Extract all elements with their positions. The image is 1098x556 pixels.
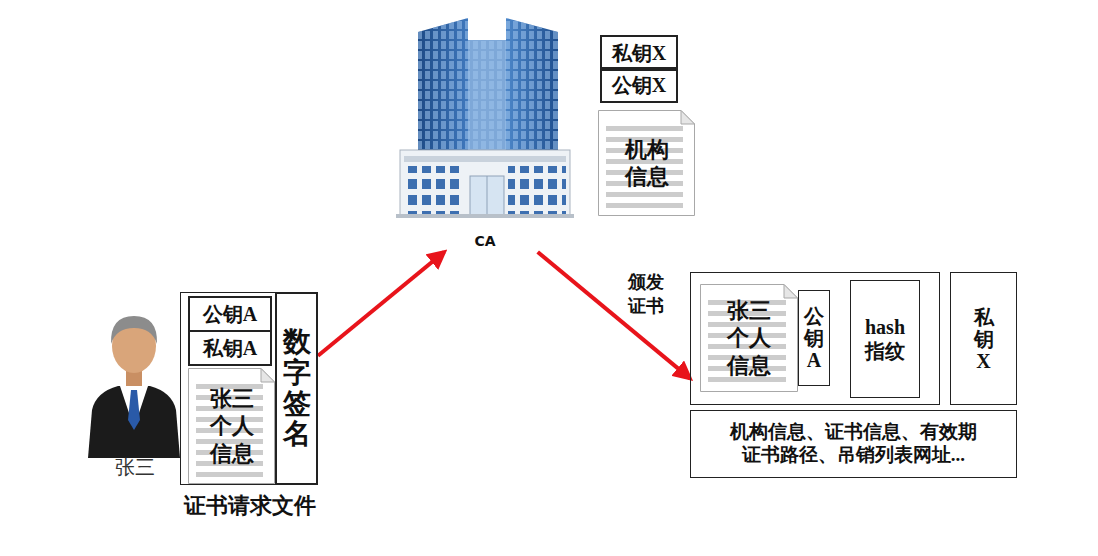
node-text: 公钥A	[203, 302, 257, 326]
node-text: 机构信息、证书信息、有效期 证书路径、吊销列表网址...	[724, 421, 982, 467]
key-box: 公钥A	[188, 296, 272, 332]
building-icon	[396, 18, 574, 218]
node-text: 张三 个人 信息	[722, 297, 777, 380]
person-icon	[88, 316, 180, 458]
person-name: 张三	[105, 454, 165, 481]
edge-label: 颁发 证书	[624, 271, 669, 318]
node-text: 私钥X	[612, 41, 666, 65]
info-box: 机构信息、证书信息、有效期 证书路径、吊销列表网址...	[690, 410, 1017, 478]
node-text: 私钥X	[974, 306, 994, 372]
key-box: 私钥A	[188, 330, 272, 366]
info-document: 张三 个人 信息	[188, 368, 275, 484]
document-shape	[598, 110, 695, 216]
caption-text: 证书请求文件	[141, 493, 359, 519]
node-text: CA	[474, 233, 495, 250]
hash-box: hash 指纹	[850, 280, 920, 398]
node-text: 张三 个人 信息	[204, 385, 259, 468]
request-file: 证书请求文件公钥A私钥A张三 个人 信息数字签名	[180, 292, 318, 485]
signature-box: 数字签名	[275, 292, 318, 485]
node-text: 私钥A	[203, 336, 257, 360]
arrow	[538, 252, 690, 378]
key-box: 私钥X	[950, 272, 1017, 405]
node-text: hash 指纹	[855, 315, 915, 363]
node-text: 公钥A	[804, 305, 824, 371]
info-document: 张三 个人 信息	[700, 284, 798, 392]
node-text: 公钥X	[612, 73, 666, 97]
node-text: 数字签名	[283, 327, 311, 450]
info-document: 机构 信息	[598, 110, 695, 216]
certificate-box: 张三 个人 信息 公钥A hash 指纹	[690, 272, 940, 405]
key-box: 公钥X	[600, 67, 678, 103]
ca-building: CA	[400, 18, 570, 252]
arrow	[318, 252, 444, 356]
node-text: 机构 信息	[619, 136, 674, 191]
key-box: 公钥A	[798, 290, 830, 386]
key-box: 私钥X	[600, 35, 678, 71]
